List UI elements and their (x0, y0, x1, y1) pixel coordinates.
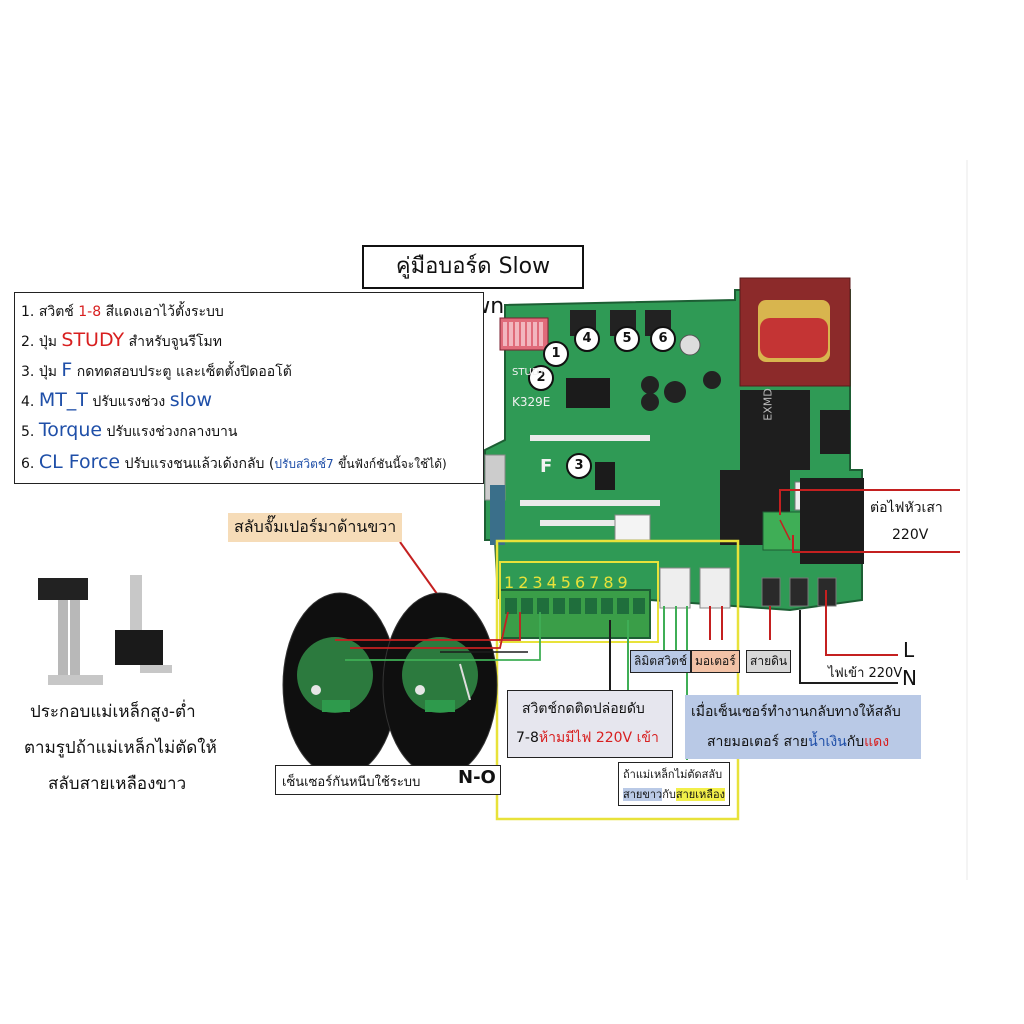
callout-4: 4 (574, 326, 600, 352)
magnet-note-line2: สายขาวกับสายเหลือง (623, 788, 725, 801)
legend-num: 3. (21, 364, 35, 380)
power-in-title: ต่อไฟหัวเสา (870, 500, 943, 516)
sensor-caption-text: เซ็นเซอร์กันหนีบใช้ระบบ (282, 775, 421, 790)
callout-2: 2 (528, 365, 554, 391)
legend-item-4: 4. MT_T ปรับแรงช่วง slow (21, 389, 212, 413)
motor-label: มอเตอร์ (691, 650, 740, 673)
callout-5: 5 (614, 326, 640, 352)
legend-key: STUDY (61, 329, 125, 351)
ground-label: สายดิน (746, 650, 792, 673)
board-study-label: STUDY (512, 367, 546, 378)
legend-post2: ขึ้นฟังก์ชันนี้จะใช้ได้) (338, 457, 447, 471)
board-f-label: F (540, 456, 553, 477)
magnet-swap-note: ถ้าแม่เหล็กไม่ตัดสลับ สายขาวกับสายเหลือง (618, 762, 730, 806)
callout-6: 6 (650, 326, 676, 352)
relay-1 (740, 390, 810, 470)
legend-post: กดทดสอบประตู และเซ็ตตั้งปิดออโต้ (76, 364, 292, 380)
callout-3: 3 (566, 453, 592, 479)
legend-post-key: slow (169, 389, 213, 411)
push-switch-line2: 7-8ห้ามมีไฟ 220V เข้า (516, 730, 659, 746)
legend-post: ปรับแรงชนแล้วเด้งกลับ ( (124, 456, 275, 472)
line-L: L (903, 638, 915, 662)
sensor-reverse-note: เมื่อเซ็นเซอร์ทำงานกลับทางให้สลับ สายมอเ… (685, 695, 921, 759)
legend-item-5: 5. Torque ปรับแรงช่วงกลางบาน (21, 419, 238, 443)
legend-post: ปรับแรงช่วงกลางบาน (106, 424, 238, 440)
board-model-label: K329E (512, 395, 551, 409)
capacitor (679, 334, 701, 356)
ic-chip (566, 378, 610, 408)
legend-num: 5. (21, 424, 35, 440)
magnet-line-2: ตามรูปถ้าแม่เหล็กไม่ตัดให้ (24, 738, 217, 758)
push-switch-note: สวิตช์กดติดปล่อยดับ 7-8ห้ามมีไฟ 220V เข้… (507, 690, 673, 758)
legend-key: F (61, 359, 73, 381)
legend-pre: ปุ่ม (38, 334, 57, 350)
sensor-caption: เซ็นเซอร์กันหนีบใช้ระบบ N-O (275, 765, 501, 795)
title-prefix: คู่มือบอร์ด (395, 254, 492, 279)
legend-key: Torque (38, 419, 103, 441)
push-switch-line1: สวิตช์กดติดปล่อยดับ (522, 701, 645, 717)
legend-box: 1. สวิตช์ 1-8 สีแดงเอาไว้ตั้งระบบ 2. ปุ่… (14, 292, 484, 484)
transformer-coil (760, 318, 828, 358)
magnet-line-3: สลับสายเหลืองขาว (48, 774, 187, 794)
power-in-voltage: 220V (892, 527, 929, 543)
legend-post: สีแดงเอาไว้ตั้งระบบ (105, 304, 224, 320)
limit-switch-label: ลิมิตสวิตช์ (630, 650, 692, 673)
legend-num: 4. (21, 394, 35, 410)
magnet-bracket-top (38, 578, 88, 600)
legend-pre: ปุ่ม (38, 364, 57, 380)
ic-small (595, 462, 615, 490)
mains-label: ไฟเข้า 220V (828, 666, 903, 681)
magnet-note-line1: ถ้าแม่เหล็กไม่ตัดสลับ (623, 768, 723, 781)
legend-num: 6. (21, 456, 35, 472)
legend-post: สำหรับจูนรีโมท (128, 334, 222, 350)
power-terminal (762, 511, 804, 551)
callout-1: 1 (543, 341, 569, 367)
legend-post: ปรับแรงช่วง (92, 394, 166, 410)
legend-item-3: 3. ปุ่ม F กดทดสอบประตู และเซ็ตตั้งปิดออโ… (21, 359, 292, 383)
legend-num: 1. (21, 304, 35, 320)
jumper-label: สลับจั๊มเปอร์มาด้านขวา (228, 513, 403, 542)
sensor-mode: N-O (458, 767, 496, 788)
legend-item-2: 2. ปุ่ม STUDY สำหรับจูนรีโมท (21, 329, 222, 353)
relay-brand: EXMD (761, 388, 775, 421)
sensor-reverse-line2: สายมอเตอร์ สายน้ำเงินกับแดง (707, 734, 890, 750)
legend-key: MT_T (38, 389, 88, 411)
legend-item-1: 1. สวิตช์ 1-8 สีแดงเอาไว้ตั้งระบบ (21, 301, 224, 323)
legend-note: ปรับสวิตช์7 (274, 457, 334, 471)
magnet-bracket-bottom (130, 575, 142, 645)
legend-num: 2. (21, 334, 35, 350)
legend-pre: สวิตช์ (38, 304, 74, 320)
magnet-line-1: ประกอบแม่เหล็กสูง-ต่ำ (30, 702, 196, 722)
legend-key: 1-8 (78, 304, 102, 320)
line-N: N (902, 666, 917, 690)
terminal-numbers: 123456789 (504, 573, 632, 592)
legend-item-6: 6. CL Force ปรับแรงชนแล้วเด้งกลับ (ปรับส… (21, 451, 447, 475)
sensor-reverse-line1: เมื่อเซ็นเซอร์ทำงานกลับทางให้สลับ (691, 704, 901, 720)
legend-key: CL Force (38, 451, 121, 473)
